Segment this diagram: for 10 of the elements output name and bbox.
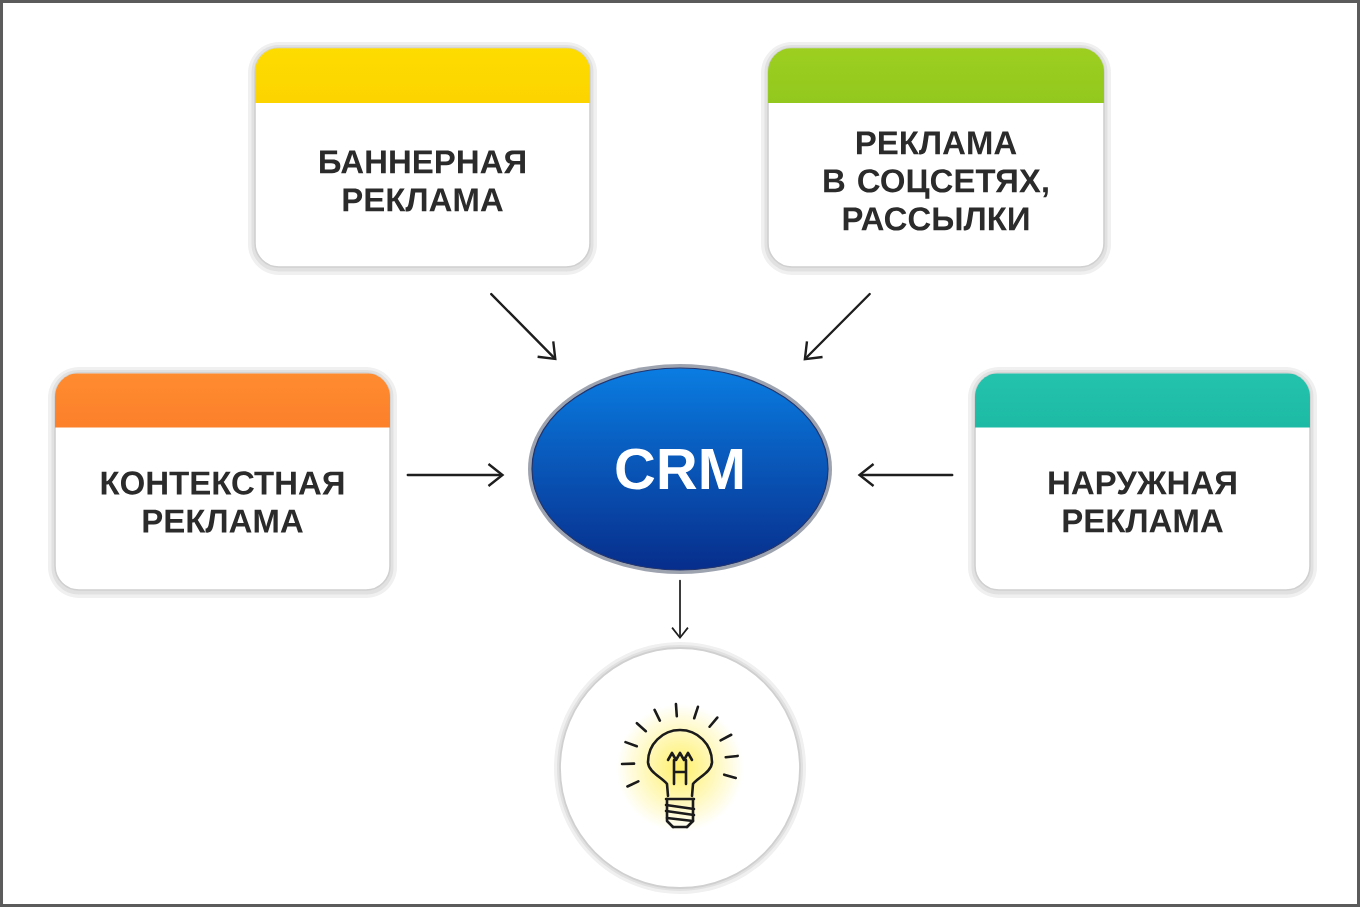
arrow xyxy=(490,292,557,361)
arrow xyxy=(406,463,505,487)
card: РЕКЛАМА В СОЦСЕТЯХ, РАССЫЛКИ xyxy=(761,42,1111,275)
arrow xyxy=(857,463,954,487)
card: НАРУЖНАЯ РЕКЛАМА xyxy=(968,367,1317,598)
card: БАННЕРНАЯ РЕКЛАМА xyxy=(248,42,597,275)
ellipse-node: CRM xyxy=(528,364,832,574)
arrow xyxy=(671,579,689,640)
arrow xyxy=(803,292,871,361)
card: КОНТЕКСТНАЯ РЕКЛАМА xyxy=(48,367,397,598)
